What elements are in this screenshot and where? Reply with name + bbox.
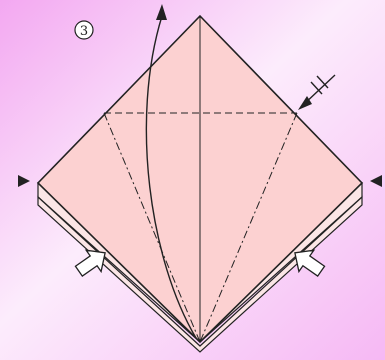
crease-lines [103, 16, 298, 343]
step-number: 3 [80, 24, 88, 39]
curved-arrow-path [145, 15, 197, 339]
crease-arrow-tick-1 [310, 81, 323, 95]
right-kite-fold-line [199, 112, 298, 343]
left-kite-fold-line [103, 112, 201, 343]
push-arrow-icon [294, 249, 326, 277]
fold-and-unfold-arrow-icon [298, 96, 312, 110]
bottom-back-layer [37, 195, 363, 353]
crease-arrow-tick-2 [316, 75, 329, 89]
step-circle [74, 20, 94, 40]
triangle-arrowhead-left-icon [370, 175, 382, 187]
right-push-arrow [294, 249, 326, 277]
step-indicator: 3 [74, 20, 94, 40]
left-push-arrow [74, 249, 106, 277]
triangle-arrowhead-right-icon [18, 175, 30, 187]
crease-arrow [298, 74, 336, 110]
push-arrow-icon [74, 249, 106, 277]
curved-fold-arrow [145, 4, 197, 339]
curved-arrow-up-icon [156, 4, 167, 20]
